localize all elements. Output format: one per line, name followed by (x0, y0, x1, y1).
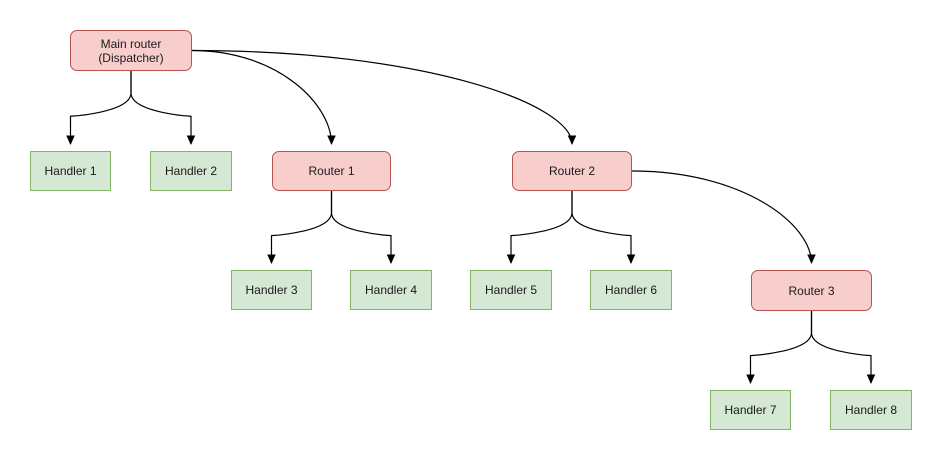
node-handler-4[interactable]: Handler 4 (350, 270, 432, 310)
node-router-3[interactable]: Router 3 (751, 270, 872, 311)
edge-main-router-to-router-2 (191, 49, 577, 145)
node-main-router[interactable]: Main router (Dispatcher) (70, 30, 192, 71)
node-handler-7[interactable]: Handler 7 (710, 390, 791, 430)
node-handler-6[interactable]: Handler 6 (590, 270, 672, 310)
edge-router-2-to-handler-5 (506, 191, 573, 264)
edge-paths (66, 49, 876, 384)
edge-router-1-to-handler-4 (330, 191, 396, 264)
edge-main-router-to-router-1 (191, 49, 336, 145)
edge-router-2-to-router-3 (631, 170, 816, 264)
node-handler-2[interactable]: Handler 2 (150, 151, 232, 191)
node-handler-3[interactable]: Handler 3 (231, 270, 312, 310)
edge-main-router-to-handler-1 (66, 71, 132, 145)
edge-router-3-to-handler-7 (746, 311, 813, 384)
node-handler-1[interactable]: Handler 1 (30, 151, 111, 191)
node-router-2[interactable]: Router 2 (512, 151, 632, 191)
edge-router-3-to-handler-8 (810, 311, 876, 384)
edge-router-2-to-handler-6 (571, 191, 636, 264)
node-handler-8[interactable]: Handler 8 (830, 390, 912, 430)
edge-router-1-to-handler-3 (267, 191, 333, 264)
edge-main-router-to-handler-2 (130, 71, 196, 145)
node-handler-5[interactable]: Handler 5 (470, 270, 552, 310)
node-router-1[interactable]: Router 1 (272, 151, 391, 191)
